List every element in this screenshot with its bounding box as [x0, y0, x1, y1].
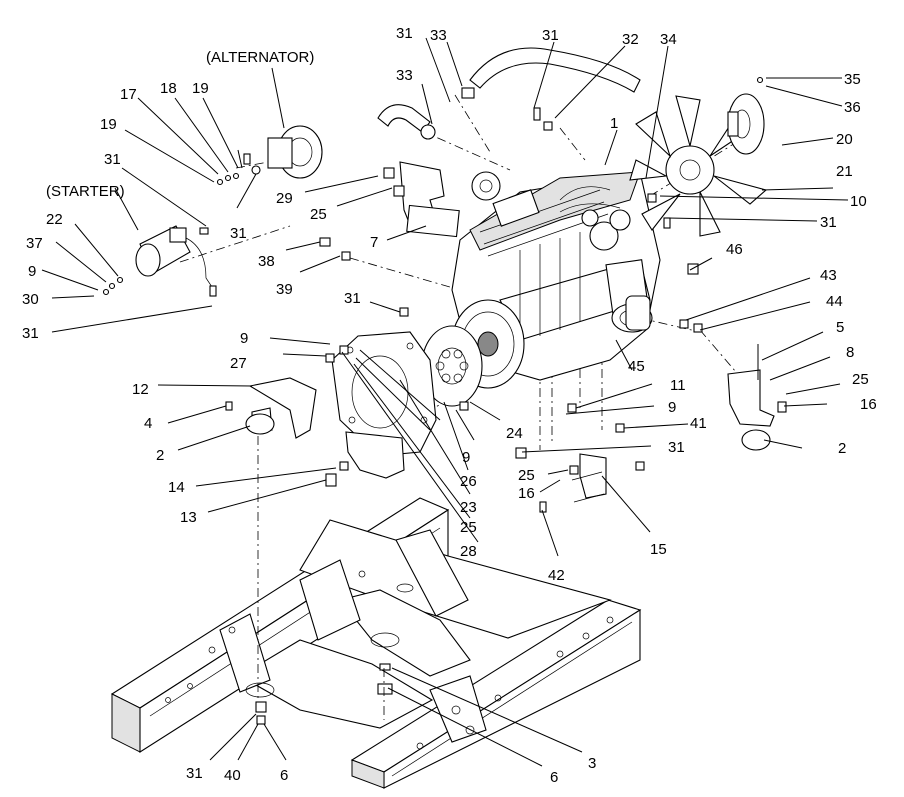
right-lower-bracket [539, 453, 645, 513]
part-label: 39 [276, 281, 293, 298]
part-label: 45 [628, 358, 645, 375]
part-label: 15 [650, 541, 667, 558]
alternator-hardware [216, 149, 243, 186]
part-label: 31 [230, 225, 247, 242]
part-label: 18 [160, 80, 177, 97]
part-label: 28 [460, 543, 477, 560]
part-label: 31 [104, 151, 121, 168]
part-label: 43 [820, 267, 837, 284]
bell-housing [331, 331, 441, 457]
part-label: 44 [826, 293, 843, 310]
part-label: 20 [836, 131, 853, 148]
part-label: 16 [860, 396, 877, 413]
part-label: 26 [460, 473, 477, 490]
part-label: 19 [100, 116, 117, 133]
part-label: 8 [846, 344, 854, 361]
part-label: 31 [542, 27, 559, 44]
left-mount-bracket [225, 377, 317, 439]
part-label: 42 [548, 567, 565, 584]
left-front-bracket [399, 161, 460, 238]
part-label: 11 [670, 377, 686, 394]
alternator [243, 125, 323, 179]
right-mount-bracket [727, 344, 787, 451]
part-label: 33 [396, 67, 413, 84]
part-label: 25 [310, 206, 327, 223]
part-label: 23 [460, 499, 477, 516]
part-label: 2 [838, 440, 846, 457]
part-label: 25 [518, 467, 535, 484]
left-lower-bracket [325, 431, 405, 487]
part-label: 24 [506, 425, 523, 442]
part-labels: 31 33 31 32 34 33 1 35 36 20 21 10 31 17… [22, 25, 877, 786]
part-label: 13 [180, 509, 197, 526]
part-label: 27 [230, 355, 247, 372]
part-label: 31 [22, 325, 39, 342]
part-label: 16 [518, 485, 535, 502]
part-label: 25 [852, 371, 869, 388]
engine-block [377, 47, 661, 389]
starter-hardware [102, 276, 124, 296]
fan-pulley [727, 76, 765, 155]
part-label: 38 [258, 253, 275, 270]
part-label: 37 [26, 235, 43, 252]
part-label: 31 [396, 25, 413, 42]
part-label: 35 [844, 71, 861, 88]
part-label: 9 [28, 263, 36, 280]
part-label: 30 [22, 291, 39, 308]
part-label: 46 [726, 241, 743, 258]
part-label: 36 [844, 99, 861, 116]
part-label: 31 [344, 290, 361, 307]
part-label: 9 [462, 449, 470, 466]
part-label: 9 [668, 399, 676, 416]
alternator-callout: (ALTERNATOR) [206, 49, 314, 66]
part-label: 5 [836, 319, 844, 336]
part-label: 31 [668, 439, 685, 456]
part-label: 31 [186, 765, 203, 782]
misc-hardware [319, 107, 703, 475]
starter-motor [135, 225, 217, 297]
part-label: 6 [280, 767, 288, 784]
part-label: 29 [276, 190, 293, 207]
chassis-frame [110, 497, 642, 789]
part-label: 17 [120, 86, 137, 103]
part-label: 9 [240, 330, 248, 347]
part-label: 21 [836, 163, 853, 180]
leader-lines [41, 37, 849, 767]
part-label: 12 [132, 381, 149, 398]
part-label: 34 [660, 31, 677, 48]
part-label: 1 [610, 115, 618, 132]
part-label: 2 [156, 447, 164, 464]
part-label: 10 [850, 193, 867, 210]
part-label: 32 [622, 31, 639, 48]
part-label: 7 [370, 234, 378, 251]
part-label: 3 [588, 755, 596, 772]
part-label: 41 [690, 415, 707, 432]
part-label: 33 [430, 27, 447, 44]
part-label: 25 [460, 519, 477, 536]
part-label: 40 [224, 767, 241, 784]
part-label: 4 [144, 415, 152, 432]
part-label: 19 [192, 80, 209, 97]
part-label: 14 [168, 479, 185, 496]
part-label: 31 [820, 214, 837, 231]
starter-callout: (STARTER) [46, 183, 125, 200]
part-label: 6 [550, 769, 558, 786]
part-label: 22 [46, 211, 63, 228]
